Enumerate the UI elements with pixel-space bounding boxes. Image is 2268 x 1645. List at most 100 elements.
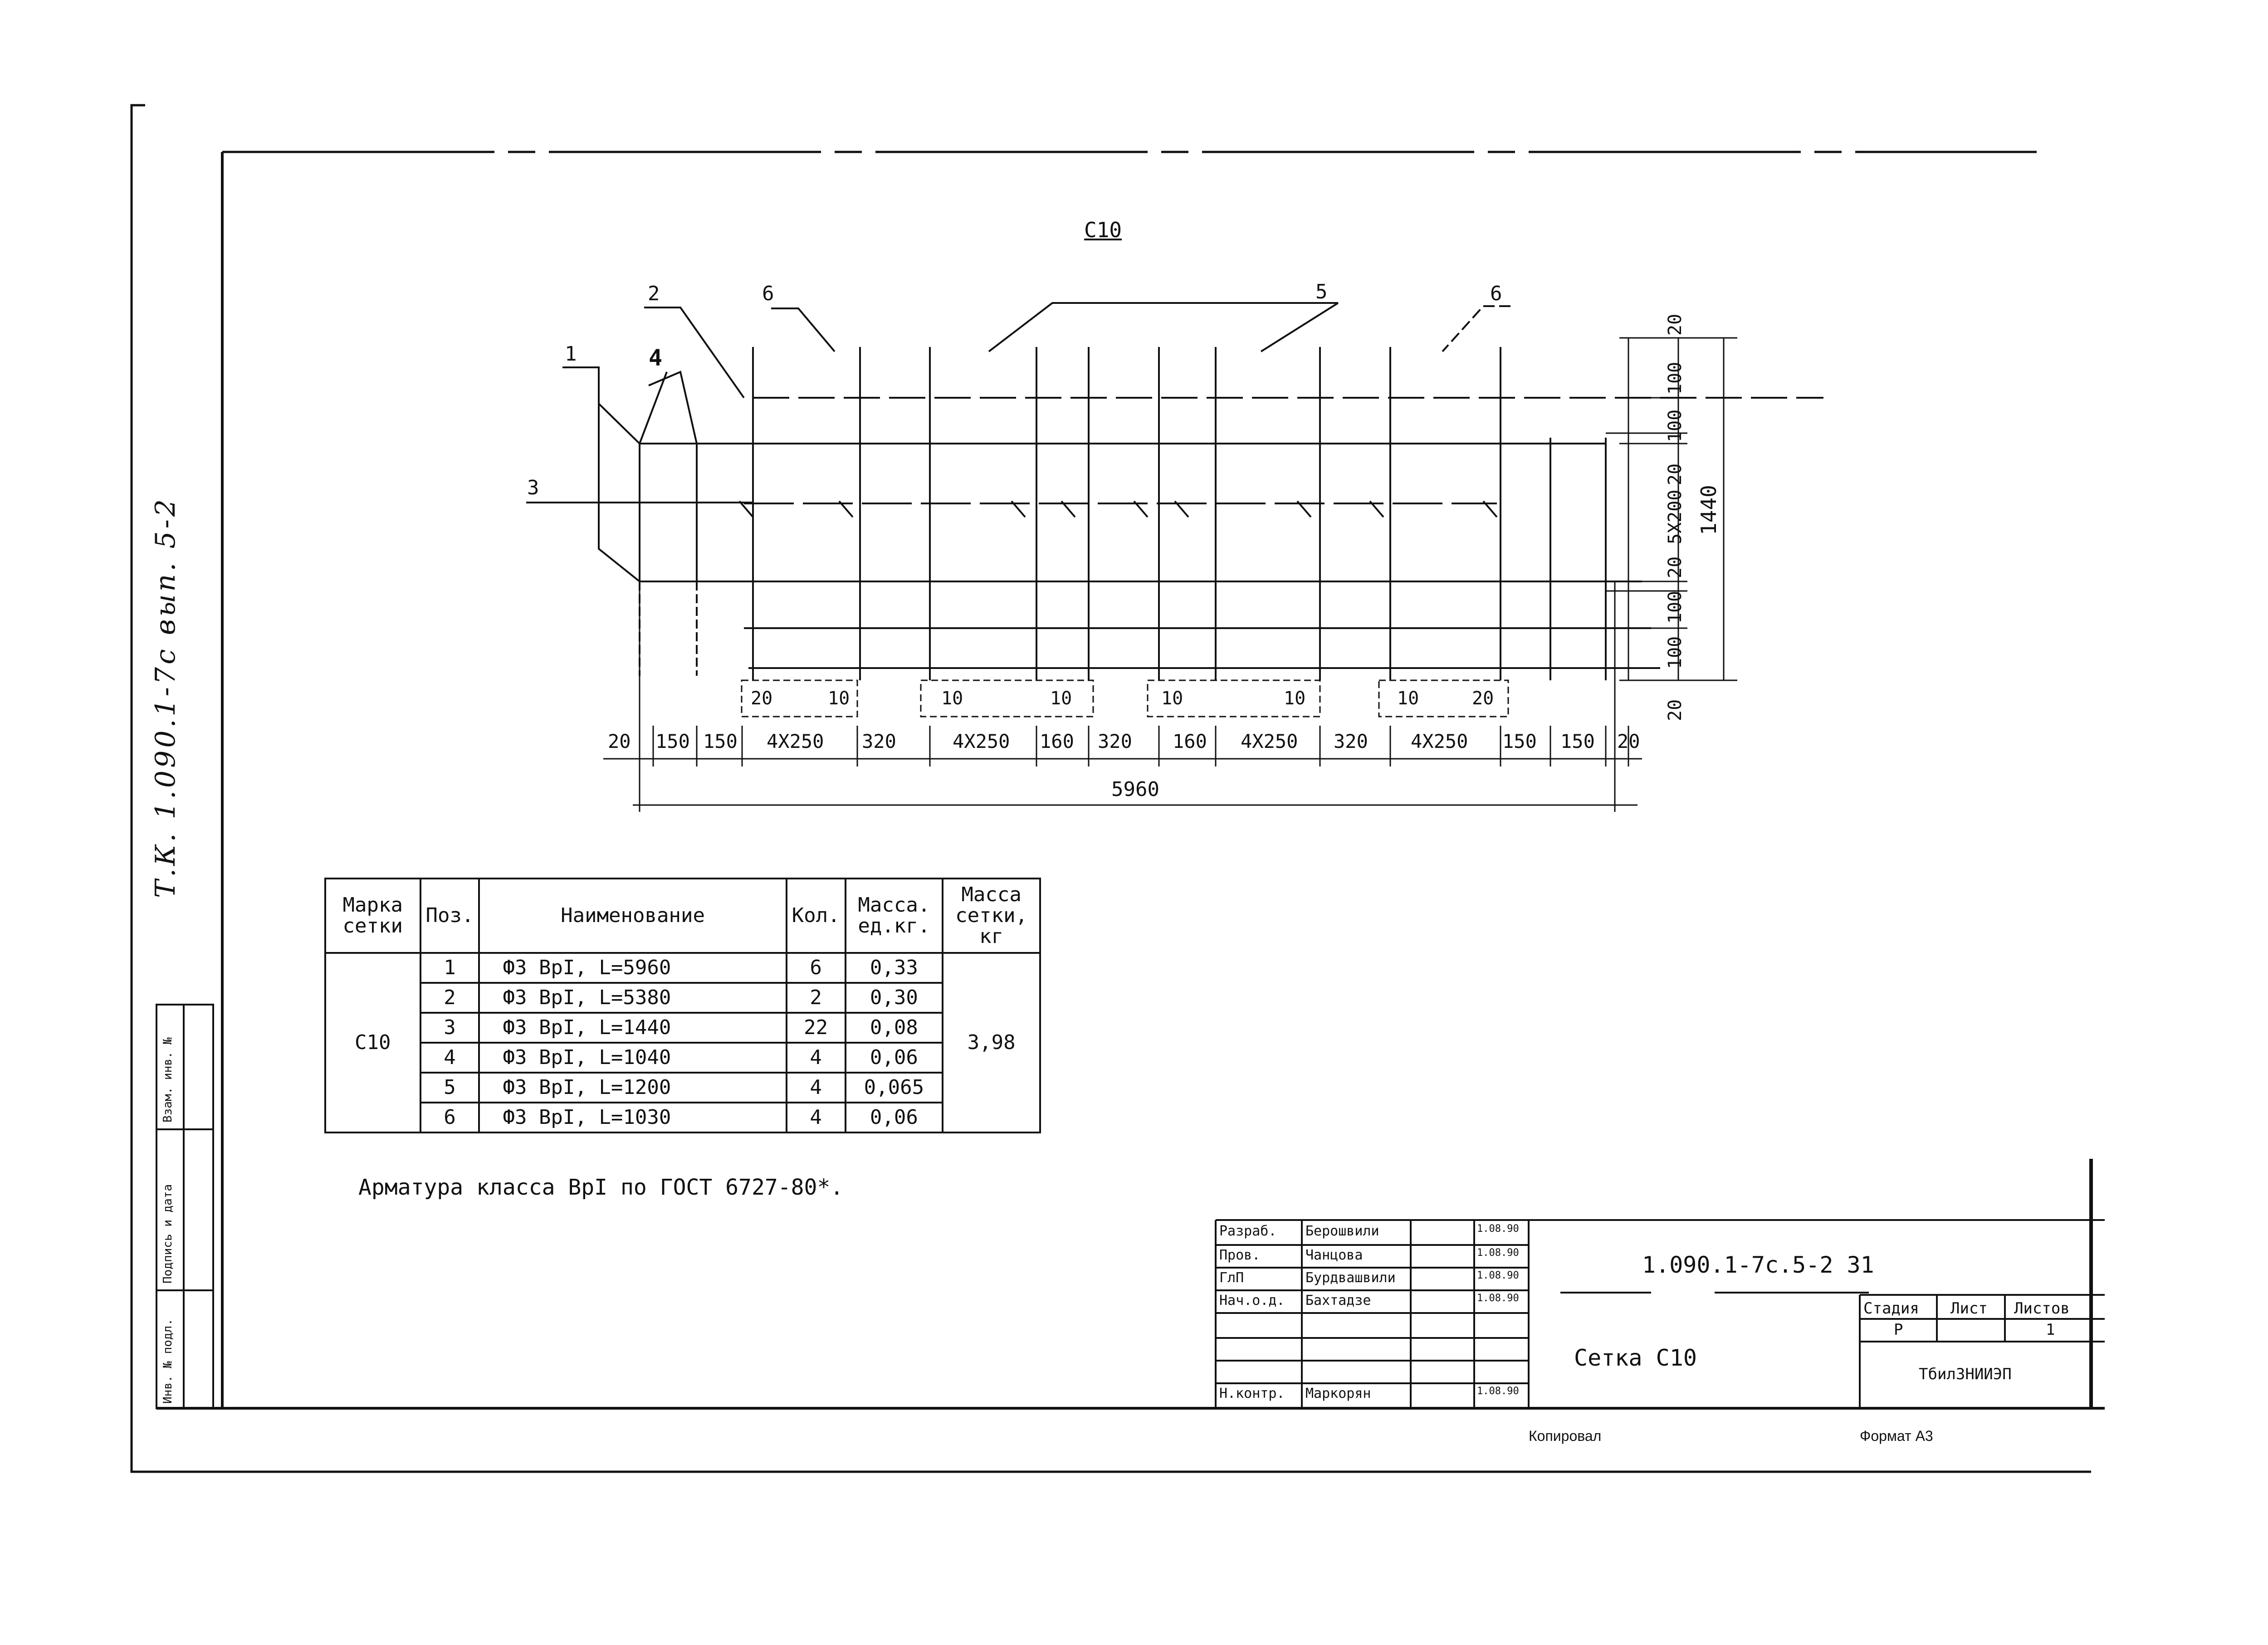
header-unit-mass: Масса. ед.кг. bbox=[844, 878, 944, 954]
total-width: 1440 bbox=[1696, 485, 1721, 535]
person-name: Чанцова bbox=[1305, 1247, 1363, 1263]
sub-dimension-value: 10 bbox=[1284, 688, 1306, 709]
wire-hatch bbox=[1296, 500, 1312, 518]
leader-label-6b: 6 bbox=[1490, 282, 1502, 305]
position-cell: 5 bbox=[419, 1072, 480, 1103]
leader-label-5: 5 bbox=[1315, 280, 1328, 303]
position-cell: 4 bbox=[419, 1042, 480, 1074]
specification-table: Марка сетки Поз. Наименование Кол. Масса… bbox=[324, 878, 1041, 1133]
bottom-dimension-value: 320 bbox=[1334, 730, 1368, 752]
side-stamp-inv: Инв. № подл. bbox=[161, 1318, 175, 1404]
header-mark: Марка сетки bbox=[324, 878, 421, 954]
bottom-dimension-value: 160 bbox=[1040, 730, 1074, 752]
header-pos: Поз. bbox=[419, 878, 480, 954]
name-cell: Ф3 ВрI, L=5960 bbox=[478, 952, 787, 984]
position-cell: 6 bbox=[419, 1102, 480, 1133]
mesh-total-mass: 3,98 bbox=[942, 952, 1041, 1133]
unit-mass-cell: 0,08 bbox=[844, 1012, 944, 1044]
sub-dimension-value: 20 bbox=[751, 688, 773, 709]
stage-value: Р bbox=[1894, 1321, 1903, 1339]
quantity-cell: 22 bbox=[785, 1012, 846, 1044]
bottom-dimension-value: 4Х250 bbox=[1411, 730, 1468, 752]
right-dimension-value: 100 bbox=[1665, 409, 1686, 442]
sub-dimension-value: 10 bbox=[941, 688, 963, 709]
total-length: 5960 bbox=[1111, 778, 1159, 801]
dimension-lines-right bbox=[1606, 337, 1737, 681]
leader-label-3: 3 bbox=[527, 476, 539, 499]
bottom-dimension-value: 320 bbox=[1098, 730, 1132, 752]
wire-hatch bbox=[738, 500, 754, 518]
right-dimension-value: 20 bbox=[1665, 556, 1686, 578]
position-cell: 1 bbox=[419, 952, 480, 984]
quantity-cell: 4 bbox=[785, 1042, 846, 1074]
quantity-cell: 4 bbox=[785, 1072, 846, 1103]
bottom-dimension-value: 150 bbox=[655, 730, 690, 752]
unit-mass-cell: 0,06 bbox=[844, 1102, 944, 1133]
leader-lines bbox=[526, 302, 1510, 582]
sub-dimension-value: 10 bbox=[828, 688, 850, 709]
wire-hatch bbox=[1133, 500, 1149, 518]
bottom-dimension-value: 4Х250 bbox=[953, 730, 1010, 752]
person-name: Бахтадзе bbox=[1305, 1293, 1371, 1308]
header-qty: Кол. bbox=[785, 878, 846, 954]
name-cell: Ф3 ВрI, L=5380 bbox=[478, 982, 787, 1014]
wire-hatch bbox=[1061, 500, 1076, 518]
sign-date: 1.08.90 bbox=[1477, 1386, 1519, 1397]
bottom-dimension-value: 320 bbox=[862, 730, 896, 752]
right-dimension-value: 100 bbox=[1665, 361, 1686, 395]
position-cell: 2 bbox=[419, 982, 480, 1014]
sign-date: 1.08.90 bbox=[1477, 1223, 1519, 1235]
copied-label: Копировал bbox=[1529, 1428, 1602, 1444]
right-dimension-value: 100 bbox=[1665, 591, 1686, 624]
unit-mass-cell: 0,06 bbox=[844, 1042, 944, 1074]
sheet-frame bbox=[130, 104, 2105, 1473]
sub-dimension-value: 10 bbox=[1397, 688, 1419, 709]
mesh-title: С10 bbox=[1084, 218, 1122, 242]
side-stamp-replace: Взам. инв. № bbox=[161, 1037, 175, 1123]
organization: ТбилЗНИИЭП bbox=[1919, 1365, 2012, 1383]
sub-dimension-value: 20 bbox=[1472, 688, 1494, 709]
bottom-dimension-value: 150 bbox=[1560, 730, 1595, 752]
side-document-code: Т.К. 1.090.1-7с вып. 5-2 bbox=[150, 496, 181, 898]
role-label: Н.контр. bbox=[1219, 1386, 1285, 1401]
bottom-dimension-value: 150 bbox=[1502, 730, 1537, 752]
format-label: Формат А3 bbox=[1860, 1428, 1933, 1444]
quantity-cell: 2 bbox=[785, 982, 846, 1014]
right-dimension-value: 5Х200 bbox=[1665, 489, 1686, 544]
person-name: Берошвили bbox=[1305, 1223, 1379, 1239]
position-cell: 3 bbox=[419, 1012, 480, 1044]
table-header-row: Марка сетки Поз. Наименование Кол. Масса… bbox=[324, 878, 1041, 954]
title-block-lines bbox=[1215, 1219, 2105, 1408]
bottom-dimension-value: 4Х250 bbox=[1241, 730, 1298, 752]
sign-date: 1.08.90 bbox=[1477, 1270, 1519, 1281]
side-stamp-lines bbox=[156, 1004, 214, 1409]
leader-label-2: 2 bbox=[648, 282, 660, 305]
bottom-dimension-value: 150 bbox=[703, 730, 738, 752]
sign-date: 1.08.90 bbox=[1477, 1293, 1519, 1304]
reinforcement-note: Арматура класса ВрI по ГОСТ 6727-80*. bbox=[358, 1175, 844, 1200]
bottom-dimension-value: 4Х250 bbox=[767, 730, 824, 752]
right-dimension-value: 20 bbox=[1665, 313, 1686, 336]
bottom-dimension-value: 160 bbox=[1173, 730, 1207, 752]
name-cell: Ф3 ВрI, L=1040 bbox=[478, 1042, 787, 1074]
unit-mass-cell: 0,33 bbox=[844, 952, 944, 984]
wire-hatch bbox=[1482, 500, 1498, 518]
quantity-cell: 6 bbox=[785, 952, 846, 984]
sheets-value: 1 bbox=[2046, 1321, 2055, 1339]
bottom-dimension-value: 20 bbox=[1617, 730, 1640, 752]
quantity-cell: 4 bbox=[785, 1102, 846, 1133]
side-stamp-sign: Подпись и дата bbox=[161, 1184, 175, 1284]
leader-label-6a: 6 bbox=[762, 282, 774, 305]
mesh-wires bbox=[639, 347, 1823, 680]
role-label: Разраб. bbox=[1219, 1223, 1277, 1239]
name-cell: Ф3 ВрI, L=1030 bbox=[478, 1102, 787, 1133]
dimension-lines-bottom bbox=[603, 581, 1642, 812]
right-dimension-value: 20 bbox=[1665, 699, 1686, 721]
